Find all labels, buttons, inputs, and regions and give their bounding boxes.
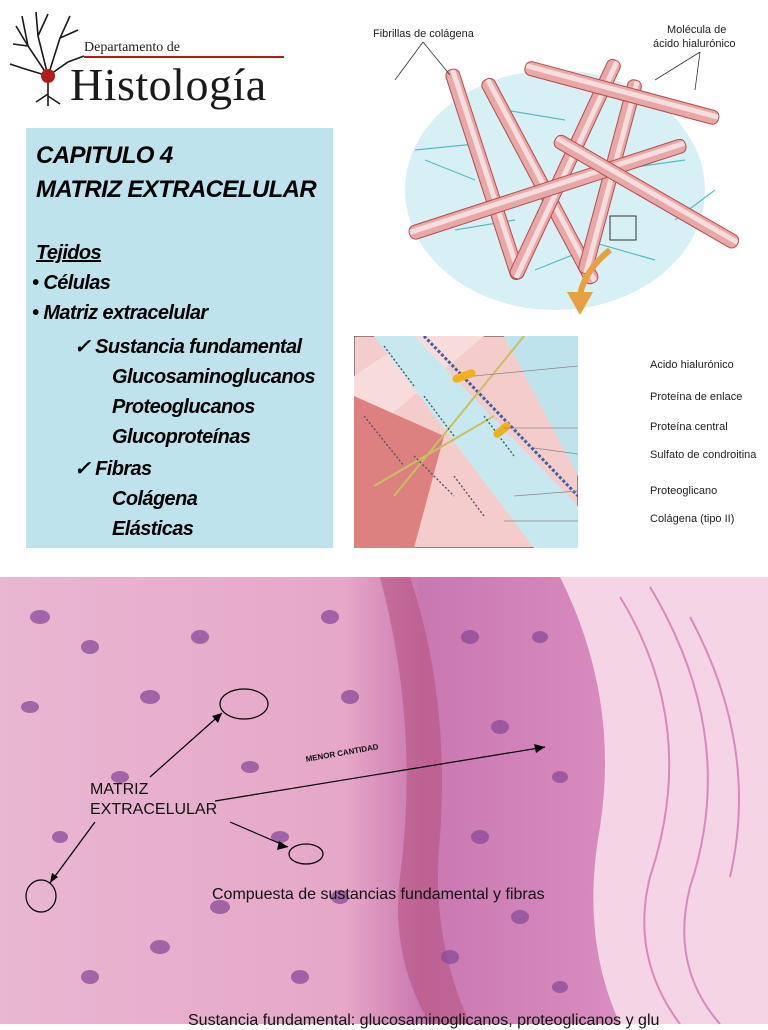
label-enlace: Proteína de enlace (650, 391, 743, 403)
fibril-illustration (394, 41, 740, 315)
proteoglycan-detail-diagram (354, 336, 578, 548)
label-condroitina: Sulfato de condroitina (650, 449, 757, 461)
bullet-icon: • (32, 272, 39, 294)
histologia-title: Histología (70, 59, 267, 110)
department-label: Departamento de (84, 40, 181, 55)
molecula-label-line1: Molécula de (667, 24, 727, 36)
sustancia-fundamental-caption: Sustancia fundamental: glucosaminoglican… (188, 1012, 660, 1029)
child-glucoproteinas: Glucoproteínas (112, 426, 251, 448)
compuesta-caption: Compuesta de sustancias fundamental y fi… (212, 886, 545, 903)
child-elasticas: Elásticas (112, 518, 194, 540)
chapter-title: MATRIZ EXTRACELULAR (36, 176, 317, 203)
child-glucosaminoglucanos: Glucosaminoglucanos (112, 366, 316, 388)
bullet-icon: • (32, 302, 39, 324)
bullet-celulas: • Células (32, 272, 111, 295)
matriz-label-line2: EXTRACELULAR (90, 801, 218, 818)
department-logo: Departamento de Histología (8, 6, 308, 110)
histology-micrograph: MENOR CANTIDAD MATRIZ EXTRACELULAR Compu… (0, 577, 768, 1029)
child-proteoglucanos: Proteoglucanos (112, 396, 255, 418)
fibrillas-label: Fibrillas de colágena (373, 28, 474, 40)
label-colagena-ii: Colágena (tipo II) (650, 513, 735, 525)
checkmark-icon: ✓ (74, 458, 91, 480)
molecula-label-line2: ácido hialurónico (653, 38, 736, 50)
matriz-label-line1: MATRIZ (90, 781, 149, 798)
sub-fundamental-label: Sustancia fundamental (95, 336, 302, 358)
label-central: Proteína central (650, 421, 728, 433)
item-matriz: Matriz extracelular (43, 302, 208, 324)
sub-fundamental: ✓ Sustancia fundamental (74, 334, 302, 359)
chapter-box: CAPITULO 4 MATRIZ EXTRACELULAR Tejidos •… (26, 128, 333, 548)
chapter-number: CAPITULO 4 (36, 142, 173, 169)
checkmark-icon: ✓ (74, 336, 91, 358)
item-celulas: Células (43, 272, 111, 294)
micrograph-image (0, 577, 768, 1024)
detail-illustration (354, 336, 578, 548)
sub-fibras-label: Fibras (95, 458, 152, 480)
tejidos-heading: Tejidos (36, 242, 102, 264)
neuron-logo-icon (9, 11, 85, 106)
sub-fibras: ✓ Fibras (74, 456, 152, 481)
label-acido: Acido hialurónico (650, 359, 734, 371)
logo-rule (84, 56, 284, 58)
collagen-fibril-diagram: Fibrillas de colágena Molécula de ácido … (355, 20, 768, 320)
label-proteoglicano: Proteoglicano (650, 485, 718, 497)
child-colagena: Colágena (112, 488, 198, 510)
bullet-matriz: • Matriz extracelular (32, 302, 208, 325)
